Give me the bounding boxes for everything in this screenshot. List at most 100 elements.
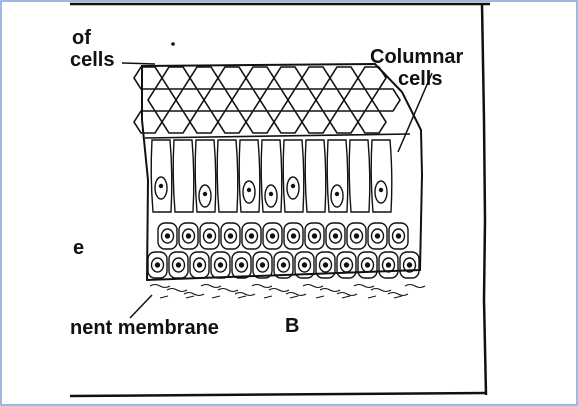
flat-cell (329, 66, 359, 90)
basal-cell (315, 251, 336, 279)
basal-nucleolus (364, 262, 371, 268)
basal-nucleus (391, 228, 406, 244)
basal-nucleus (339, 257, 354, 273)
membrane-fiber (341, 295, 351, 299)
basal-nucleolus (196, 262, 203, 268)
nucleolus (158, 183, 164, 189)
basal-nucleus (265, 228, 280, 244)
membrane-fiber (217, 287, 239, 293)
membrane-fiber (353, 283, 375, 289)
membrane-fiber (183, 291, 205, 297)
cell-nucleus (242, 180, 256, 204)
basal-cell (262, 222, 283, 250)
basal-nucleus (192, 257, 207, 273)
basal-cell (399, 251, 420, 279)
basal-nucleus (202, 228, 217, 244)
flat-cell (315, 88, 345, 112)
membrane-fiber (234, 291, 256, 297)
basal-nucleolus (395, 233, 402, 239)
columnar-cell (150, 139, 173, 213)
basal-nucleus (370, 228, 385, 244)
columnar-cell (326, 139, 349, 213)
layer-boundary (144, 133, 411, 139)
basal-cell (241, 222, 262, 250)
paper-right-edge (480, 3, 488, 396)
membrane-fiber (404, 283, 426, 289)
columnar-cell (282, 139, 305, 213)
label-membrane: nent membrane (70, 317, 219, 339)
basal-nucleus (318, 257, 333, 273)
membrane-fiber (302, 283, 324, 289)
basal-cell (378, 251, 399, 279)
basal-nucleus (244, 228, 259, 244)
membrane-fiber (159, 295, 169, 299)
basal-nucleolus (227, 233, 234, 239)
basal-nucleolus (332, 233, 339, 239)
membrane-fiber (149, 283, 171, 289)
columnar-cell (216, 139, 239, 213)
columnar-cell (304, 139, 327, 213)
flat-cell (245, 110, 275, 134)
label-panel-b: B (285, 315, 300, 337)
basal-nucleolus (322, 262, 329, 268)
membrane-fiber (393, 295, 403, 299)
membrane-fiber (200, 283, 222, 289)
basal-nucleolus (248, 233, 255, 239)
flat-cell (189, 110, 219, 134)
basal-nucleus (213, 257, 228, 273)
label-columnar: Columnar (370, 46, 464, 68)
columnar-cell (172, 139, 195, 213)
basal-nucleolus (353, 233, 360, 239)
basal-cell (388, 222, 409, 250)
basement-membrane-texture (149, 283, 426, 299)
membrane-fiber (315, 295, 325, 299)
basal-nucleolus (311, 233, 318, 239)
label-columnar-cells: cells (398, 68, 443, 90)
basal-nucleolus (374, 233, 381, 239)
basal-cell-layer (147, 222, 420, 279)
basal-cell (346, 222, 367, 250)
basal-nucleolus (238, 262, 245, 268)
basal-nucleolus (406, 262, 413, 268)
membrane-fiber (263, 295, 273, 299)
nucleolus (290, 183, 296, 189)
basal-nucleus (328, 228, 343, 244)
basal-nucleus (171, 257, 186, 273)
flat-cell (161, 110, 191, 134)
basal-nucleus (307, 228, 322, 244)
basal-nucleolus (385, 262, 392, 268)
basal-nucleus (286, 228, 301, 244)
flat-cell (259, 88, 289, 112)
basal-cell (168, 251, 189, 279)
tissue-outline (141, 62, 424, 282)
columnar-cell (260, 139, 283, 213)
nucleolus (246, 187, 252, 193)
basal-nucleus (234, 257, 249, 273)
basal-cell (283, 222, 304, 250)
speck (171, 42, 175, 46)
flat-cell (357, 66, 387, 90)
membrane-fiber (370, 287, 392, 293)
basal-cell (157, 222, 178, 250)
basal-nucleolus (290, 233, 297, 239)
label-left-mid: e (73, 237, 85, 259)
label-flat-cells: cells (70, 49, 115, 71)
flat-cell (245, 66, 275, 90)
flat-cell (301, 66, 331, 90)
basal-cell (325, 222, 346, 250)
cell-nucleus (330, 184, 344, 208)
columnar-cell (194, 139, 217, 213)
label-layer-of: of (72, 27, 91, 49)
basal-cell (367, 222, 388, 250)
basal-cell (252, 251, 273, 279)
columnar-cell (348, 139, 371, 213)
flat-cell (357, 110, 387, 134)
basal-nucleolus (185, 233, 192, 239)
flat-cell (161, 66, 191, 90)
basal-cell (357, 251, 378, 279)
basal-nucleus (255, 257, 270, 273)
membrane-fiber (237, 295, 247, 299)
basal-nucleolus (206, 233, 213, 239)
